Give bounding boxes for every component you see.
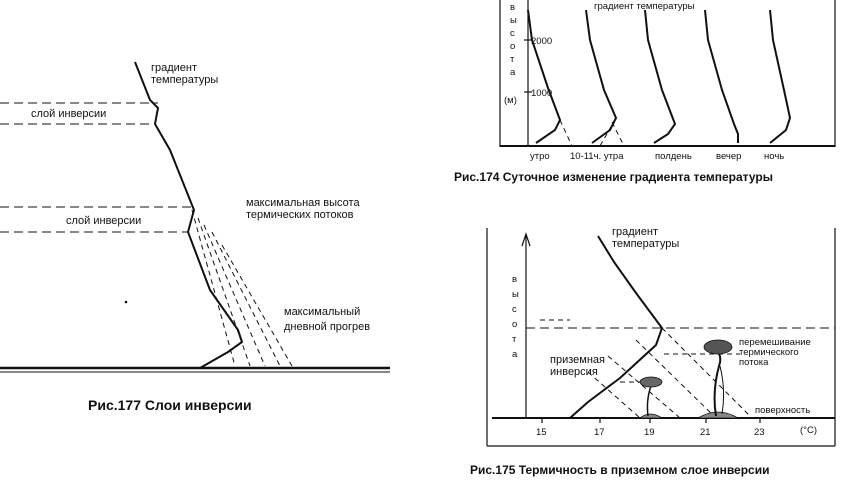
fig175-ground-inversion-label-1: приземная (550, 354, 605, 366)
fig175-x-tick-15: 15 (536, 427, 547, 438)
fig175-y-letter-4: т (512, 334, 517, 345)
fig177-gradient-curve (134, 61, 244, 369)
fig175-x-tick-21: 21 (700, 427, 711, 438)
fig177-thermal-hatching (191, 209, 293, 367)
fig175-y-letter-3: о (512, 319, 517, 330)
fig174-time-noon: полдень (655, 151, 692, 162)
fig175-x-unit: (°C) (800, 425, 817, 436)
fig174-time-night: ночь (764, 151, 784, 162)
fig175-surface-label: поверхность (755, 405, 810, 416)
fig174-y-letter-0: в (510, 2, 515, 13)
fig175-y-letter-1: ы (512, 289, 519, 300)
fig174-y-letter-1: ы (510, 15, 517, 26)
fig177-gradient-label-1: градиент (151, 62, 197, 74)
fig175-thermals-in-inversion: градиент температуры в ы с о т а приземн… (470, 226, 836, 477)
fig174-y-tick-2000: 2000 (531, 36, 552, 47)
fig175-ground-inversion-label-2: инверсия (550, 366, 598, 378)
fig177-max-heating-label-1: максимальный (284, 306, 360, 318)
fig174-time-evening: вечер (716, 151, 741, 162)
fig175-x-tick-23: 23 (754, 427, 765, 438)
fig175-mixing-label-3: потока (739, 357, 769, 368)
fig174-y-tick-1000: 1000 (531, 88, 552, 99)
fig174-y-letter-4: т (510, 54, 515, 65)
fig175-mixing-label-2: термического (739, 347, 799, 358)
fig174-header: градиент температуры (594, 1, 695, 12)
fig177-inversion-layers: градиент температуры слой инверсии слой … (0, 61, 390, 413)
fig175-x-tick-19: 19 (644, 427, 655, 438)
fig177-caption: Рис.177 Слои инверсии (88, 397, 252, 413)
fig177-max-height-label-2: термических потоков (246, 209, 354, 221)
fig175-y-axis-arrow (521, 232, 531, 247)
fig174-profile-late-morning (585, 9, 618, 144)
fig175-caption: Рис.175 Термичность в приземном слое инв… (470, 463, 769, 477)
fig174-profile-evening (704, 9, 739, 143)
fig175-gradient-label-2: температуры (612, 238, 679, 250)
fig177-inversion-label-1: слой инверсии (31, 108, 106, 120)
fig174-y-letter-6: (м) (504, 95, 517, 106)
fig175-thermal-small (638, 376, 664, 419)
fig174-profile-night (769, 9, 792, 144)
fig174-y-letter-2: с (510, 28, 515, 39)
fig177-max-heating-label-2: дневной прогрев (284, 321, 370, 333)
fig175-mixing-label-1: перемешивание (739, 337, 811, 348)
fig177-gradient-label-2: температуры (151, 74, 218, 86)
fig175-y-letter-2: с (512, 304, 517, 315)
fig174-y-letter-3: о (510, 41, 515, 52)
fig175-gradient-curve (569, 235, 664, 419)
fig174-profile-morning (527, 9, 562, 144)
fig174-y-letter-5: а (510, 67, 516, 78)
fig175-thermal-large (696, 339, 740, 419)
fig175-gradient-label-1: градиент (612, 226, 658, 238)
fig174-time-morning: утро (530, 151, 550, 162)
fig174-profile-noon (644, 9, 677, 144)
fig174-time-late-morning: 10-11ч. утра (570, 151, 624, 162)
fig174-daily-gradient: в ы с о т а (м) 2000 1000 градиент темпе… (454, 0, 836, 184)
fig177-inversion-label-2: слой инверсии (66, 215, 141, 227)
fig175-y-letter-0: в (512, 274, 517, 285)
fig175-y-letter-5: а (512, 349, 518, 360)
fig174-caption: Рис.174 Суточное изменение градиента тем… (454, 170, 773, 184)
fig177-max-height-label-1: максимальная высота (246, 197, 360, 209)
fig175-x-tick-17: 17 (594, 427, 605, 438)
